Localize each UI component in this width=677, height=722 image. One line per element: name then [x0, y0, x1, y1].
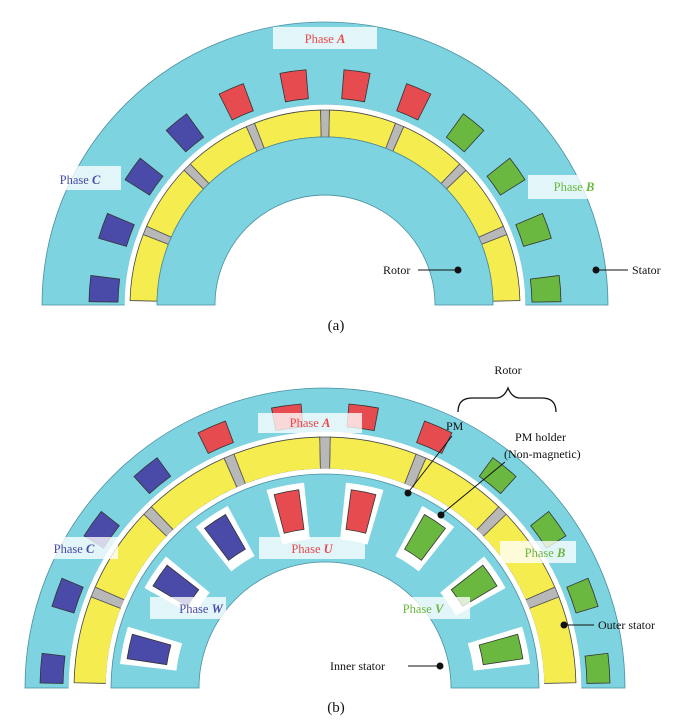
phase-c-label-background: [43, 166, 121, 190]
stator-coil-slot: [279, 69, 309, 103]
figure-a-phase-b-label: Phase B: [554, 180, 595, 194]
figure-b-pm-holder-note: (Non-magnetic): [504, 447, 581, 461]
inner-stator-leader-dot: [436, 662, 444, 670]
figure-b-phase-b-label: Phase B: [525, 546, 566, 560]
stator-coil-slot: [341, 69, 371, 103]
stator-coil-slot: [88, 274, 121, 303]
figure-b-rotor-label: Rotor: [494, 363, 521, 377]
figure-b-caption: (b): [327, 700, 345, 716]
inner-stator-coil-slot: [126, 633, 172, 666]
phase-a-label-background: [258, 413, 362, 433]
outer-stator-coil-slot: [584, 652, 611, 684]
figure-a-phase-a-label: Phase A: [305, 32, 346, 46]
rotor-core: [156, 136, 494, 306]
inner-stator-coil-slot: [478, 633, 524, 666]
inner-stator-coil-slot: [273, 489, 305, 534]
inner-stator-coil-slot: [345, 489, 377, 534]
outer-stator-coil-slot: [133, 457, 172, 495]
stator-coil-slot: [124, 157, 164, 196]
figure-b-phase-u-label: Phase U: [291, 542, 333, 556]
phase-w-label-background: [150, 597, 226, 619]
figure-b-phase-w-label: Phase W: [179, 602, 223, 616]
pm-holder-leader-dot: [437, 511, 445, 519]
figure-b-dual-stator-motor: Rotor PM PM holder (Non-magnetic) Phase …: [24, 363, 655, 716]
pm-holder-leader-line: [442, 461, 506, 514]
figure-b-pm-holder-label: PM holder: [515, 430, 566, 444]
stator-coil-slot: [98, 212, 135, 247]
figure-a-rotor-label: Rotor: [383, 263, 410, 277]
inner-stator-coil-slot: [404, 513, 447, 561]
figure-a-phase-c-label: Phase C: [60, 173, 101, 187]
stator-coil-slot: [445, 113, 485, 153]
phase-b-label-background: [500, 541, 576, 563]
figure-a-stator-label: Stator: [632, 263, 661, 277]
figure-b-inner-stator-label: Inner stator: [330, 659, 385, 673]
stator-coil-slot: [165, 113, 205, 153]
figure-a-single-stator-motor: Phase A Phase C Phase B Rotor Stator (a): [41, 21, 661, 334]
figure-b-pm-label: PM: [446, 419, 464, 433]
outer-stator-coil-slot: [478, 457, 517, 495]
phase-a-label-background: [273, 27, 377, 49]
pm-leader-line: [409, 435, 453, 491]
stator-coil-slot: [515, 212, 552, 247]
stator-coil-slot: [529, 274, 562, 303]
stator-leader-dot: [592, 266, 600, 274]
figure-a-caption: (a): [328, 318, 345, 334]
outer-stator-coil-slot: [566, 577, 599, 614]
figure-b-phase-a-label: Phase A: [290, 416, 331, 430]
outer-stator-coil-slot: [197, 420, 234, 454]
phase-u-label-background: [259, 537, 365, 559]
outer-stator-coil-slot: [39, 652, 66, 684]
magnet-spacer: [320, 109, 330, 138]
figure-b-outer-stator-label: Outer stator: [598, 618, 655, 632]
pm-holder-spacer: [319, 436, 331, 470]
phase-v-label-background: [394, 597, 470, 619]
rotor-leader-dot: [454, 266, 462, 274]
phase-c-label-background: [40, 537, 118, 559]
outer-stator-coil-slot: [51, 577, 84, 614]
figure-b-geometry: [24, 387, 626, 689]
outer-stator-leader-dot: [560, 621, 568, 629]
inner-stator-coil-slot: [203, 513, 246, 561]
pm-leader-dot: [404, 489, 412, 497]
figure-b-phase-v-label: Phase V: [403, 602, 445, 616]
stator-coil-slot: [486, 157, 526, 196]
outer-stator-coil-slot: [416, 420, 453, 454]
rotor-brace: [457, 386, 557, 413]
figure-b-phase-c-label: Phase C: [54, 542, 95, 556]
stator-coil-slot: [218, 83, 254, 121]
phase-b-label-background: [528, 175, 603, 199]
figure-a-geometry: [41, 21, 609, 306]
stator-coil-slot: [396, 83, 432, 121]
